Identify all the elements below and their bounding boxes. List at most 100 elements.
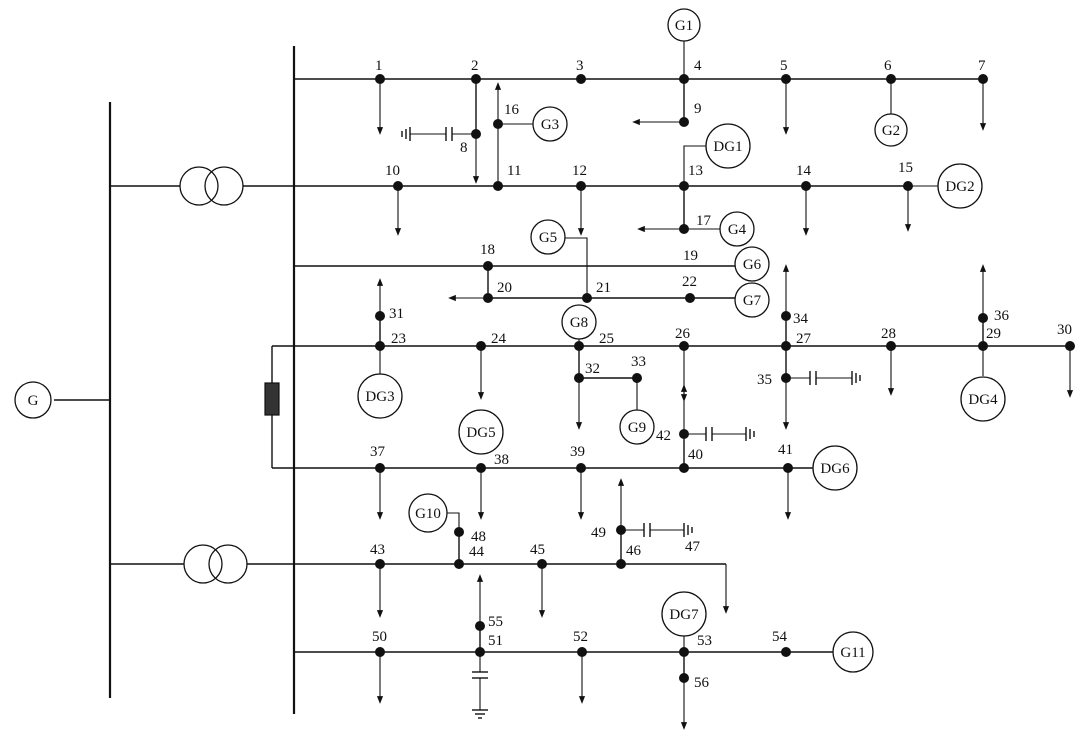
- node-3-label: 3: [576, 58, 584, 74]
- capacitor-bank-51: [472, 652, 488, 719]
- node-2-label: 2: [471, 58, 479, 74]
- generator-g8-label: G8: [570, 315, 588, 331]
- node-14: 14: [796, 163, 812, 191]
- dg4-label: DG4: [968, 392, 998, 408]
- dg2-label: DG2: [945, 179, 974, 195]
- generator-g8: G8: [561, 304, 597, 346]
- dg1: DG1: [683, 123, 751, 186]
- node-12-label: 12: [572, 163, 587, 179]
- node-8-label: 8: [460, 140, 468, 156]
- node-39: 39: [570, 444, 586, 473]
- node-12: 12: [572, 163, 587, 191]
- node-32-label: 32: [585, 361, 600, 377]
- node-31: 31: [375, 306, 404, 322]
- node-37-label: 37: [370, 444, 386, 460]
- node-52-label: 52: [573, 629, 588, 645]
- node-1-label: 1: [375, 58, 383, 74]
- node-43-label: 43: [370, 542, 385, 558]
- node-42-label: 42: [656, 428, 671, 444]
- node-31-label: 31: [389, 306, 404, 322]
- node-22-label: 22: [682, 274, 697, 290]
- node-41: 41: [778, 442, 793, 473]
- node-55-label: 55: [488, 614, 503, 630]
- node-28-label: 28: [881, 326, 896, 342]
- generator-g5-label: G5: [539, 230, 557, 246]
- dg7: DG7: [661, 591, 707, 652]
- node-21-label: 21: [596, 280, 611, 296]
- node-18: 18: [480, 242, 495, 271]
- node-19-label: 19: [683, 248, 698, 264]
- node-8: 8: [460, 129, 481, 156]
- node-9-label: 9: [694, 101, 702, 117]
- node-24-label: 24: [491, 331, 507, 347]
- node-14-label: 14: [796, 163, 812, 179]
- node-6-label: 6: [884, 58, 892, 74]
- node-45-label: 45: [530, 542, 545, 558]
- node-35-label: 35: [757, 372, 772, 388]
- node-15: 15: [898, 160, 913, 191]
- generator-g4: G4: [684, 211, 755, 247]
- node-33-label: 33: [631, 354, 646, 370]
- node-32: 32: [574, 361, 600, 383]
- node-9: 9: [679, 101, 702, 127]
- node-5: 5: [780, 58, 791, 84]
- node-24: 24: [476, 331, 507, 351]
- generator-g2-label: G2: [882, 123, 900, 139]
- dg5: DG5: [458, 409, 504, 455]
- node-25: 25: [574, 331, 614, 351]
- node-18-label: 18: [480, 242, 495, 258]
- dg6-label: DG6: [820, 461, 850, 477]
- generator-g6: G6: [734, 246, 770, 282]
- generator-g3-label: G3: [541, 117, 559, 133]
- node-30-label: 30: [1057, 322, 1072, 338]
- node-27-label: 27: [796, 331, 812, 347]
- capacitor-bank-47: [621, 523, 693, 537]
- node-20-label: 20: [497, 280, 512, 296]
- node-47: 47: [685, 539, 701, 555]
- node-54-label: 54: [772, 629, 788, 645]
- node-28: 28: [881, 326, 896, 351]
- transformer-upper: [110, 166, 294, 206]
- dg6: DG6: [812, 445, 858, 491]
- dg3: DG3: [357, 346, 403, 419]
- generator-g10-label: G10: [415, 506, 441, 522]
- generator-g5: G5: [530, 219, 588, 298]
- node-4: 4: [679, 58, 702, 84]
- load-arrows: [376, 79, 1074, 730]
- node-23: 23: [375, 331, 406, 351]
- node-20: 20: [483, 280, 512, 303]
- node-55: 55: [475, 614, 503, 631]
- node-23-label: 23: [391, 331, 406, 347]
- node-53-label: 53: [697, 633, 712, 649]
- node-48-label: 48: [471, 529, 486, 545]
- node-54: 54: [772, 629, 791, 657]
- node-17-label: 17: [696, 213, 712, 229]
- node-52: 52: [573, 629, 588, 657]
- node-11-label: 11: [507, 163, 521, 179]
- node-49-label: 49: [591, 525, 606, 541]
- node-53: 53: [679, 633, 712, 657]
- dg4: DG4: [960, 346, 1006, 422]
- node-36: 36: [978, 308, 1010, 324]
- node-38: 38: [476, 452, 509, 473]
- generator-g1-label: G1: [675, 18, 693, 34]
- capacitor-bank-35: [786, 371, 861, 385]
- node-40: 40: [679, 447, 703, 473]
- dg7-label: DG7: [669, 607, 699, 623]
- generator-g6-label: G6: [743, 257, 762, 273]
- node-40-label: 40: [688, 447, 703, 463]
- node-56-label: 56: [694, 675, 710, 691]
- node-34-label: 34: [793, 311, 809, 327]
- dg2: DG2: [908, 163, 983, 209]
- node-7-label: 7: [978, 58, 986, 74]
- node-56: 56: [679, 673, 710, 691]
- node-48: 48: [454, 527, 486, 545]
- node-42: 42: [656, 428, 689, 444]
- generator-g4-label: G4: [728, 222, 747, 238]
- node-22: 22: [682, 274, 697, 303]
- node-46-label: 46: [626, 543, 642, 559]
- node-17: 17: [679, 213, 712, 234]
- node-27: 27: [781, 331, 812, 351]
- generator-g3: G3: [498, 106, 568, 142]
- main-source: G: [14, 381, 110, 419]
